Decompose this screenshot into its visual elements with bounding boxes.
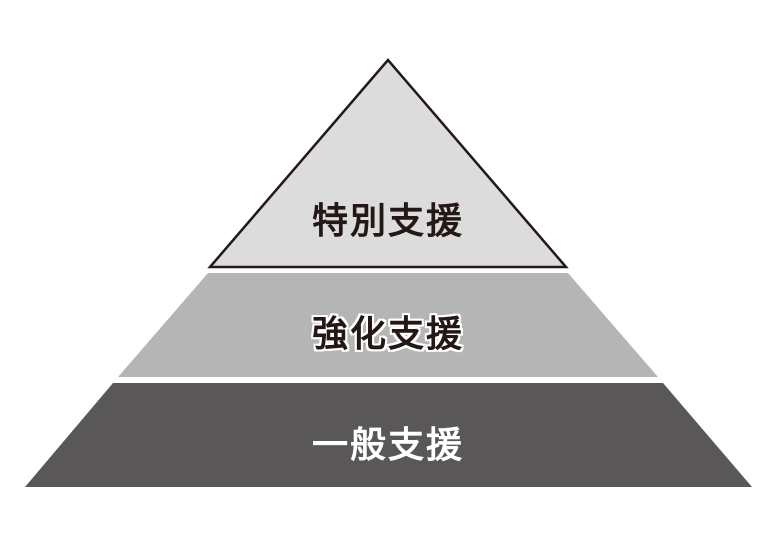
pyramid-tier-top — [207, 58, 569, 269]
pyramid-tier-bottom — [25, 383, 752, 487]
pyramid-tier-middle — [118, 273, 658, 377]
tier-label-general-support: 一般支援 — [311, 425, 464, 466]
tier-label-special-support: 特別支援 — [311, 201, 464, 242]
tier-label-enhanced-support: 強化支援 — [311, 314, 464, 355]
